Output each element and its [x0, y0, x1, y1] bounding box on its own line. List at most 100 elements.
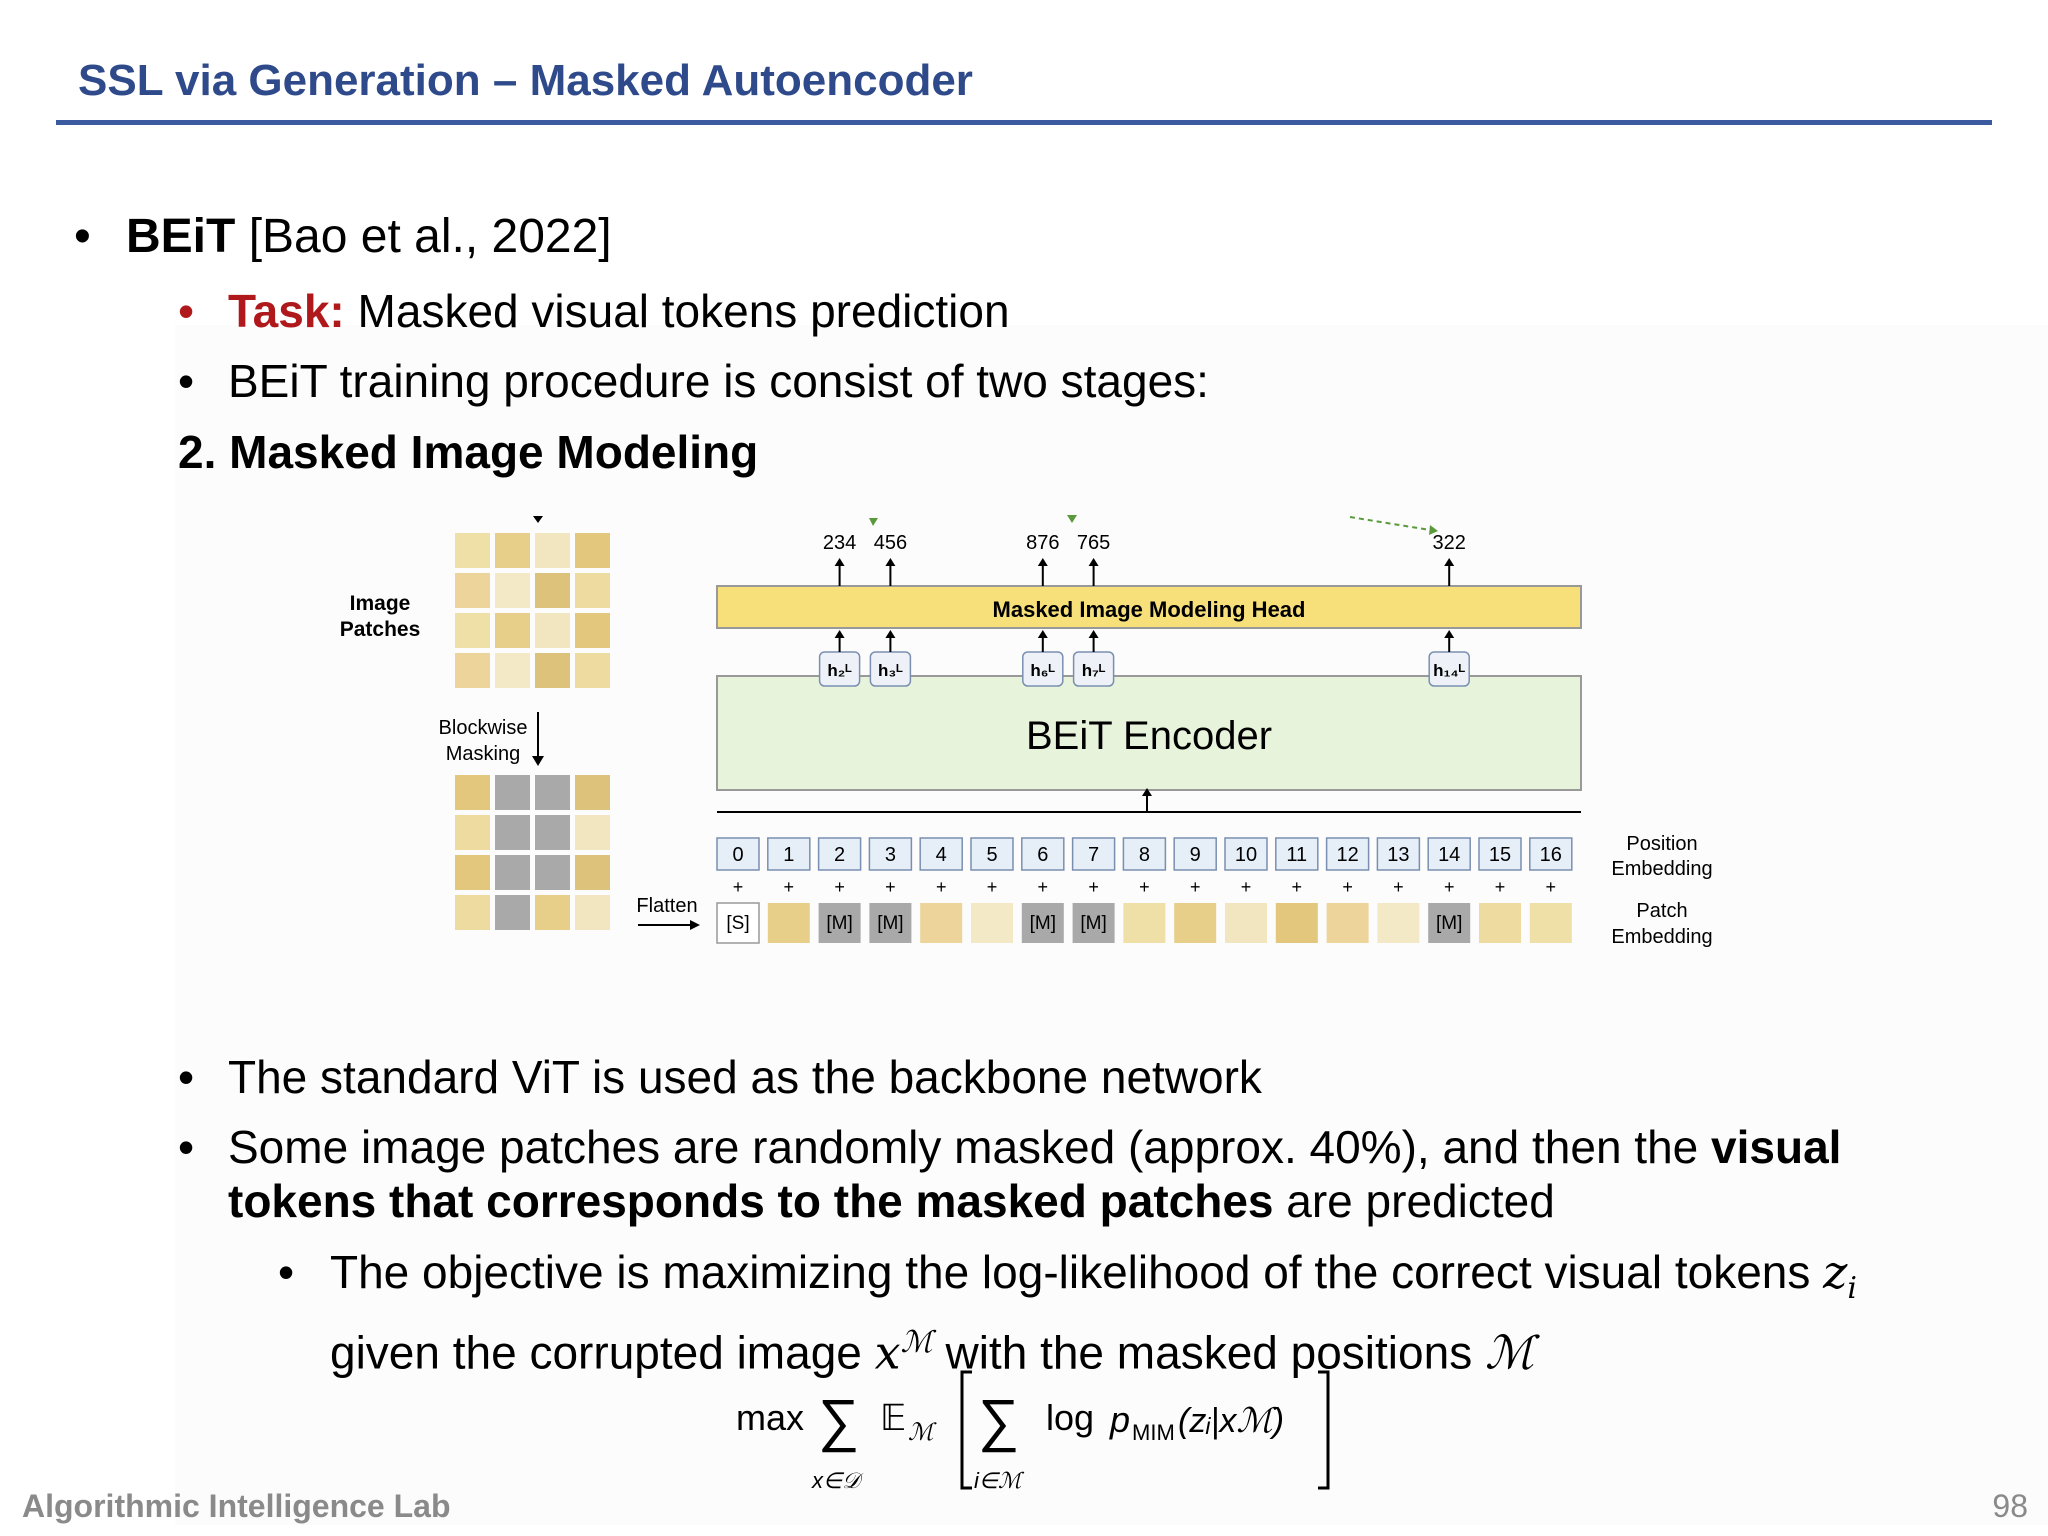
- formula-left-bracket: [960, 1370, 972, 1490]
- position-box: [1427, 837, 1471, 871]
- plus-sign: +: [1139, 877, 1150, 897]
- position-box: [1224, 837, 1268, 871]
- objective-post: with the masked positions: [945, 1326, 1473, 1379]
- masking-label: Masking: [446, 743, 520, 765]
- objective-mid: given the corrupted image: [330, 1326, 862, 1379]
- image-patch: [575, 895, 610, 930]
- position-index: 10: [1235, 844, 1257, 866]
- position-box: [1122, 837, 1167, 871]
- objective-formula: max ∑ x∈𝒟 𝔼 ℳ ∑ i∈ℳ log p MIM (zᵢ|xℳ): [736, 1370, 1330, 1493]
- position-index: 14: [1438, 844, 1460, 866]
- beit-diagram: Image Patches Blockwise Masking Flatten …: [340, 515, 1713, 948]
- dashed-arrow: [1349, 516, 1431, 531]
- position-box: [1071, 837, 1116, 871]
- bullet-beit: •BEiT [Bao et al., 2022]: [74, 210, 612, 264]
- patch-embedding: [920, 903, 963, 943]
- hidden-arrowhead: [1037, 630, 1048, 638]
- plus-sign: +: [1342, 877, 1353, 897]
- formula-sum-inner: ∑: [978, 1388, 1019, 1453]
- image-patch: [535, 895, 570, 930]
- plus-sign: +: [1241, 877, 1252, 897]
- token-arrowhead: [1088, 558, 1099, 566]
- hidden-arrowhead: [834, 630, 845, 638]
- position-index: 4: [936, 844, 947, 866]
- beit-encoder: [716, 675, 1582, 791]
- bullet-task: •Task: Masked visual tokens prediction: [178, 284, 1010, 338]
- image-patch: [575, 573, 610, 608]
- mask-token: [M]: [877, 913, 903, 934]
- objective-zi: z: [1823, 1245, 1848, 1299]
- patch-embedding-label-2: Embedding: [1611, 926, 1712, 948]
- hidden-state-label: h₃ᴸ: [878, 661, 903, 680]
- position-index: 6: [1037, 844, 1048, 866]
- bullet-objective: • The objective is maximizing the log-lik…: [278, 1245, 1918, 1380]
- formula-log: log: [1046, 1397, 1094, 1438]
- plus-sign: +: [1444, 877, 1455, 897]
- position-box: [716, 837, 760, 871]
- image-patch: [535, 653, 570, 688]
- position-embedding-label: Position: [1626, 833, 1697, 855]
- bullet-dot: •: [178, 1051, 195, 1103]
- image-patch: [455, 613, 490, 648]
- position-index: 8: [1139, 844, 1150, 866]
- footer-lab: Algorithmic Intelligence Lab: [22, 1488, 451, 1524]
- encoder-input-arrowhead: [1142, 788, 1152, 796]
- hidden-arrowhead: [885, 630, 896, 638]
- image-patch: [575, 775, 610, 810]
- image-patch: [495, 533, 530, 568]
- objective-pre: The objective is maximizing the log-like…: [330, 1246, 1811, 1298]
- image-patch: [575, 815, 610, 850]
- position-box: [1376, 837, 1421, 871]
- formula-arg: (zᵢ|xℳ): [1178, 1402, 1284, 1440]
- patch-embedding: [1225, 903, 1267, 943]
- token-arrowhead: [834, 558, 845, 566]
- flatten-label: Flatten: [636, 895, 697, 917]
- plus-sign: +: [1546, 877, 1557, 897]
- image-patch: [535, 533, 570, 568]
- position-box: [868, 837, 913, 871]
- image-patch: [455, 815, 490, 850]
- page-number: 98: [1992, 1488, 2028, 1524]
- plus-sign: +: [1088, 877, 1099, 897]
- plus-sign: +: [1393, 877, 1404, 897]
- masked-bold: visual tokens that corresponds to the ma…: [228, 1121, 1842, 1227]
- image-patch: [455, 533, 490, 568]
- position-index: 11: [1286, 844, 1307, 866]
- hidden-state-label: h₆ᴸ: [1030, 661, 1055, 680]
- plus-sign: +: [987, 877, 998, 897]
- bullet-dot: •: [178, 285, 195, 337]
- hidden-state-label: h₇ᴸ: [1082, 661, 1106, 680]
- position-index: 1: [783, 844, 794, 866]
- masked-patch: [495, 895, 530, 930]
- mask-token-box: [818, 903, 861, 943]
- formula-sum-inner-sub: i∈ℳ: [974, 1468, 1025, 1493]
- green-marker-2: [1067, 515, 1077, 523]
- plus-sign: +: [834, 877, 845, 897]
- position-index: 12: [1336, 844, 1358, 866]
- mask-token-box: [1072, 903, 1115, 943]
- bullet-stages: •BEiT training procedure is consist of t…: [178, 354, 1209, 408]
- task-text: Masked visual tokens prediction: [357, 285, 1010, 337]
- patch-embedding: [1326, 903, 1369, 943]
- stages-text: BEiT training procedure is consist of tw…: [228, 355, 1209, 407]
- position-index: 2: [834, 844, 845, 866]
- bullet-dot: •: [278, 1246, 295, 1298]
- masked-post: are predicted: [1286, 1175, 1555, 1227]
- stage2-heading-text: 2. Masked Image Modeling: [178, 426, 759, 478]
- token-arrowhead: [1037, 558, 1048, 566]
- mask-token: [M]: [826, 913, 852, 934]
- masked-patch: [495, 855, 530, 890]
- patch-embedding: [1377, 903, 1420, 943]
- formula-max: max: [736, 1397, 804, 1438]
- position-box: [1275, 837, 1319, 871]
- predicted-token: 456: [874, 532, 907, 554]
- image-patch: [495, 653, 530, 688]
- vit-text: The standard ViT is used as the backbone…: [228, 1051, 1262, 1103]
- bullet-dot: •: [178, 1121, 195, 1173]
- plus-sign: +: [1495, 877, 1506, 897]
- mask-token-box: [869, 903, 912, 943]
- patch-embedding: [1479, 903, 1521, 943]
- special-token-box: [716, 902, 760, 944]
- special-token: [S]: [726, 913, 749, 934]
